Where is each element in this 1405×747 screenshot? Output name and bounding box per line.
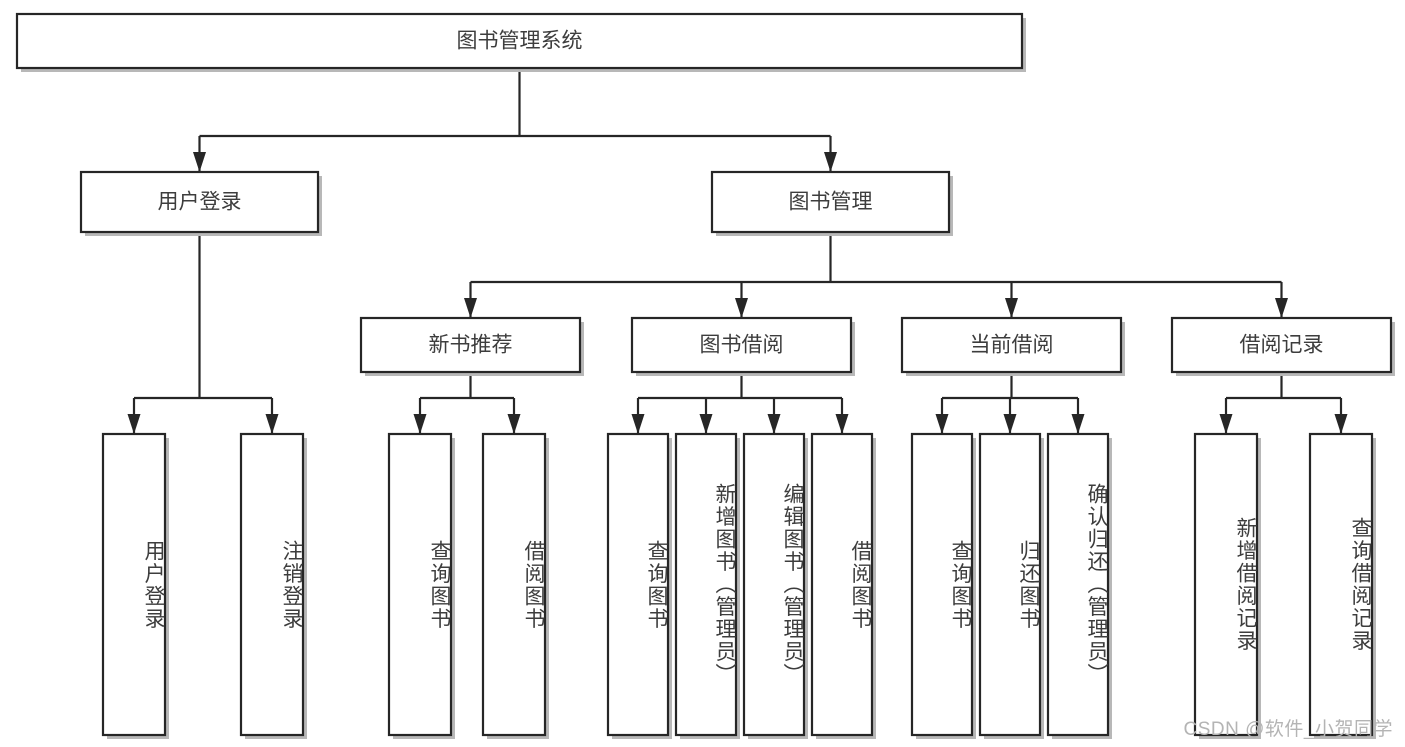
arrow-head-icon (1071, 414, 1085, 434)
arrow-head-icon (824, 152, 837, 172)
arrow-head-icon (464, 298, 477, 318)
arrow-head-icon (193, 152, 206, 172)
node-label-user-login: 用户登录 (158, 191, 242, 214)
node-box-leaf-confirm-return[interactable] (1046, 432, 1110, 737)
node-box-book-manage[interactable] (710, 170, 951, 234)
node-label-new-book-rec: 新书推荐 (429, 334, 513, 357)
node-box-new-book-rec[interactable] (359, 316, 582, 374)
node-label-root: 图书管理系统 (457, 30, 583, 53)
arrow-head-icon (127, 414, 141, 434)
node-box-borrow-record[interactable] (1170, 316, 1393, 374)
node-box-leaf-borrow-book-1[interactable] (481, 432, 547, 737)
arrow-head-icon (1005, 298, 1018, 318)
node-box-book-borrow[interactable] (630, 316, 853, 374)
node-label-current-borrow: 当前借阅 (970, 334, 1054, 357)
node-box-leaf-edit-book[interactable] (742, 432, 806, 737)
edges-layer (127, 68, 1348, 434)
node-box-leaf-add-record[interactable] (1193, 432, 1259, 737)
arrow-head-icon (935, 414, 949, 434)
node-label-borrow-record: 借阅记录 (1240, 334, 1324, 357)
node-box-leaf-query-book-3[interactable] (910, 432, 974, 737)
arrow-head-icon (631, 414, 645, 434)
node-box-leaf-user-logout[interactable] (239, 432, 305, 737)
arrow-head-icon (1003, 414, 1017, 434)
arrow-head-icon (1219, 414, 1233, 434)
arrow-head-icon (767, 414, 781, 434)
node-box-leaf-user-login[interactable] (101, 432, 167, 737)
arrow-head-icon (699, 414, 713, 434)
node-box-leaf-borrow-book-2[interactable] (810, 432, 874, 737)
node-label-book-borrow: 图书借阅 (700, 334, 784, 357)
node-box-leaf-return-book[interactable] (978, 432, 1042, 737)
node-box-leaf-query-book-2[interactable] (606, 432, 670, 737)
node-box-root[interactable] (15, 12, 1024, 70)
arrow-head-icon (265, 414, 279, 434)
arrow-head-icon (1275, 298, 1288, 318)
arrow-head-icon (735, 298, 748, 318)
arrow-head-icon (507, 414, 521, 434)
node-box-current-borrow[interactable] (900, 316, 1123, 374)
node-box-user-login[interactable] (79, 170, 320, 234)
boxes-layer (15, 12, 1395, 739)
arrow-head-icon (835, 414, 849, 434)
arrow-head-icon (413, 414, 427, 434)
arrow-head-icon (1334, 414, 1348, 434)
watermark-text: CSDN @软件_小贺同学 (1183, 719, 1393, 740)
node-box-leaf-query-record[interactable] (1308, 432, 1374, 737)
node-box-leaf-query-book-1[interactable] (387, 432, 453, 737)
node-box-leaf-add-book[interactable] (674, 432, 738, 737)
node-label-book-manage: 图书管理 (789, 191, 873, 214)
